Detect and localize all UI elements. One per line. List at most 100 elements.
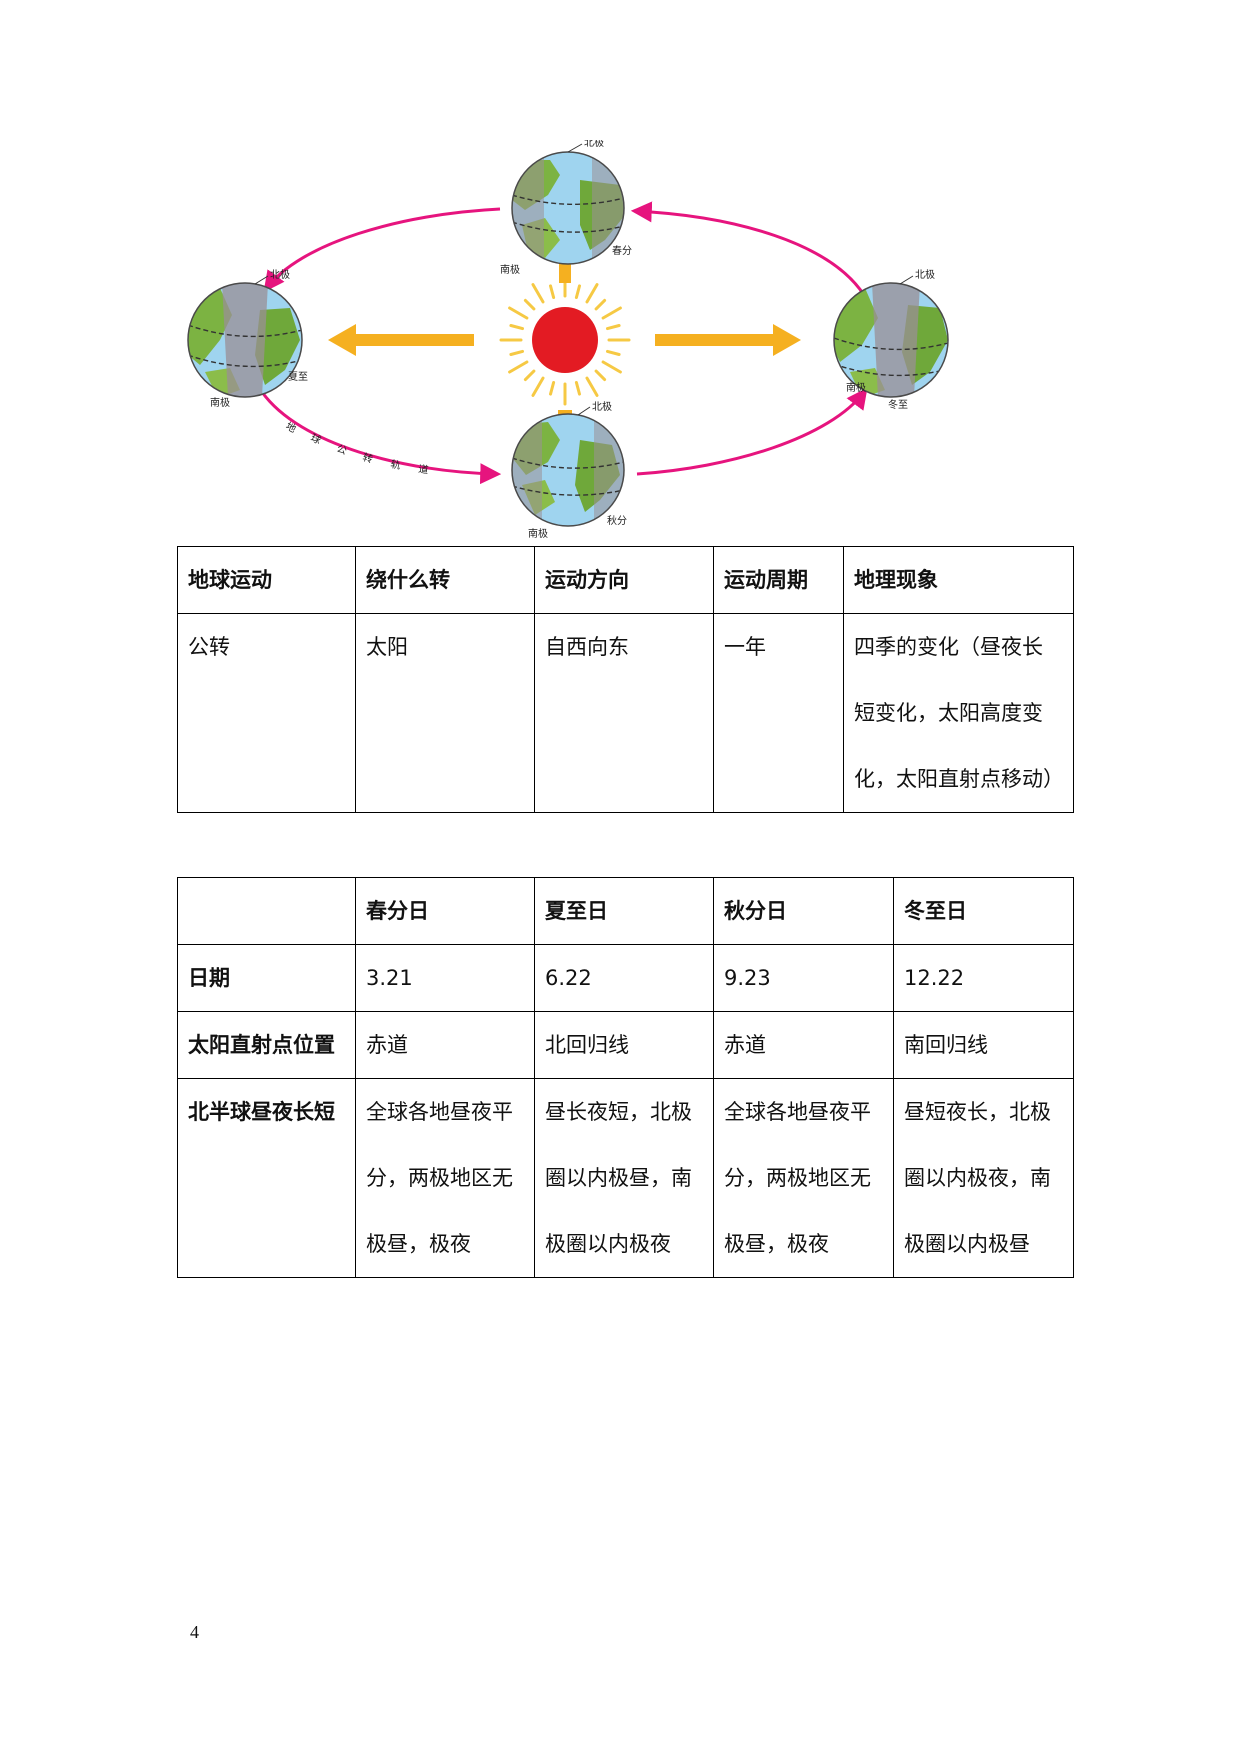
position-row-label: 太阳直射点位置 <box>177 1011 356 1079</box>
page-number: 4 <box>190 1622 199 1642</box>
sun-ray <box>531 376 545 397</box>
orbit-arc-top-left <box>263 207 501 293</box>
phenomena-line: 化，太阳直射点移动） <box>854 767 1064 791</box>
earth-top-north-label: 北极 <box>584 140 604 149</box>
table1-header-direction: 运动方向 <box>534 546 714 614</box>
daylength-cell: 昼短夜长，北极 圈以内极夜，南 极圈以内极昼 <box>893 1078 1074 1278</box>
daylength-line: 极圈以内极夜 <box>545 1232 671 1256</box>
table2-header-spring-equinox: 春分日 <box>355 877 535 945</box>
sun-ray <box>601 306 622 320</box>
table1-header-row: 地球运动 绕什么转 运动方向 运动周期 地理现象 <box>177 546 1074 614</box>
orbit-path <box>260 201 868 485</box>
sun-ray <box>606 349 621 356</box>
earth-left-north-label: 北极 <box>270 268 290 281</box>
orbit-arc-bottom-left <box>260 391 502 485</box>
daylength-line: 昼长夜短，北极 <box>545 1100 692 1124</box>
sun-ray <box>508 306 529 320</box>
sun-ray <box>508 360 529 374</box>
orbit-arc-bottom-right <box>636 387 868 476</box>
daylength-line: 分，两极地区无 <box>366 1166 513 1190</box>
table-row: 北半球昼夜长短 全球各地昼夜平 分，两极地区无 极昼，极夜 昼长夜短，北极 圈以… <box>177 1078 1074 1278</box>
daylength-line: 极昼，极夜 <box>366 1232 471 1256</box>
orbit-label-char-6: 道 <box>418 462 430 476</box>
orbit-arc-top-right <box>630 201 866 296</box>
earth-spring-equinox: 北极 南极 春分 <box>500 140 632 276</box>
daylength-line: 极圈以内极昼 <box>904 1232 1030 1256</box>
daylength-line: 全球各地昼夜平 <box>366 1100 513 1124</box>
phenomena-line: 四季的变化（昼夜长 <box>854 635 1043 659</box>
arrow-right-icon <box>655 324 801 356</box>
sun-ray <box>601 360 622 374</box>
sun-ray <box>574 284 581 299</box>
orbit-label-char-4: 转 <box>361 450 374 465</box>
earth-right-north-label: 北极 <box>915 268 935 281</box>
position-cell: 赤道 <box>713 1011 894 1079</box>
arrow-left-icon <box>328 324 474 356</box>
sun-ray <box>606 324 621 331</box>
daylength-row-label: 北半球昼夜长短 <box>177 1078 356 1278</box>
table1-header-phenomena: 地理现象 <box>843 546 1074 614</box>
sun-ray <box>523 369 536 382</box>
orbit-label-char-2: 球 <box>309 431 323 447</box>
orbit-label-char-3: 公 <box>335 443 348 457</box>
sun-ray <box>523 298 536 311</box>
date-cell: 3.21 <box>355 944 535 1012</box>
date-cell: 6.22 <box>534 944 714 1012</box>
daylength-line: 昼短夜长，北极 <box>904 1100 1051 1124</box>
table1-cell-period: 一年 <box>713 613 844 813</box>
sun-ray <box>531 283 545 304</box>
earth-motion-table: 地球运动 绕什么转 运动方向 运动周期 地理现象 公转 太阳 自西向东 一年 四… <box>177 546 1074 813</box>
daylength-cell: 昼长夜短，北极 圈以内极昼，南 极圈以内极夜 <box>534 1078 714 1278</box>
daylength-line: 圈以内极夜，南 <box>904 1166 1051 1190</box>
date-cell: 9.23 <box>713 944 894 1012</box>
sun-ray <box>574 381 581 396</box>
daylength-cell: 全球各地昼夜平 分，两极地区无 极昼，极夜 <box>355 1078 535 1278</box>
table1-header-period: 运动周期 <box>713 546 844 614</box>
daylength-line: 极昼，极夜 <box>724 1232 829 1256</box>
sun-icon <box>532 307 598 373</box>
earth-autumn-equinox: 北极 南极 秋分 <box>511 400 627 540</box>
earth-bottom-south-label: 南极 <box>528 527 548 540</box>
phenomena-line: 短变化，太阳高度变 <box>854 701 1043 725</box>
orbit-label-char-5: 轨 <box>389 457 401 472</box>
orbit-label-char-1: 地 <box>284 419 299 435</box>
sun-ray <box>509 349 524 356</box>
table1-cell-center: 太阳 <box>355 613 535 813</box>
earth-left-south-label: 南极 <box>210 396 230 409</box>
earth-winter-solstice: 北极 南极 冬至 <box>833 268 949 411</box>
sun-rays <box>499 274 631 406</box>
earth-summer-solstice: 北极 南极 夏至 <box>187 268 308 409</box>
sun-ray <box>509 324 524 331</box>
table2-header-autumn-equinox: 秋分日 <box>713 877 894 945</box>
date-cell: 12.22 <box>893 944 1074 1012</box>
sun-ray <box>594 298 607 311</box>
date-row-label: 日期 <box>177 944 356 1012</box>
daylength-line: 全球各地昼夜平 <box>724 1100 871 1124</box>
sun-ray <box>594 369 607 382</box>
daylength-cell: 全球各地昼夜平 分，两极地区无 极昼，极夜 <box>713 1078 894 1278</box>
position-cell: 南回归线 <box>893 1011 1074 1079</box>
table2-header-summer-solstice: 夏至日 <box>534 877 714 945</box>
table1-cell-motion: 公转 <box>177 613 356 813</box>
earth-top-south-label: 南极 <box>500 263 520 276</box>
position-cell: 赤道 <box>355 1011 535 1079</box>
table-row: 太阳直射点位置 赤道 北回归线 赤道 南回归线 <box>177 1011 1074 1079</box>
sun-ray <box>585 376 599 397</box>
table2-header-empty <box>177 877 356 945</box>
table-row: 日期 3.21 6.22 9.23 12.22 <box>177 944 1074 1012</box>
earth-right-south-label: 南极 <box>846 381 866 394</box>
solar-terms-table: 春分日 夏至日 秋分日 冬至日 日期 3.21 6.22 9.23 12.22 … <box>177 877 1074 1278</box>
position-cell: 北回归线 <box>534 1011 714 1079</box>
sun-ray <box>549 381 556 396</box>
sun-ray <box>585 283 599 304</box>
table1-header-center: 绕什么转 <box>355 546 535 614</box>
earth-revolution-diagram: 地 球 公 转 轨 道 北极 南极 春分 <box>187 140 949 540</box>
table2-header-winter-solstice: 冬至日 <box>893 877 1074 945</box>
earth-left-season-label: 夏至 <box>288 371 308 383</box>
table2-header-row: 春分日 夏至日 秋分日 冬至日 <box>177 877 1074 945</box>
table1-cell-direction: 自西向东 <box>534 613 714 813</box>
earth-bottom-north-label: 北极 <box>592 400 612 413</box>
daylength-line: 分，两极地区无 <box>724 1166 871 1190</box>
table1-cell-phenomena: 四季的变化（昼夜长 短变化，太阳高度变 化，太阳直射点移动） <box>843 613 1074 813</box>
earth-top-season-label: 春分 <box>612 245 632 257</box>
